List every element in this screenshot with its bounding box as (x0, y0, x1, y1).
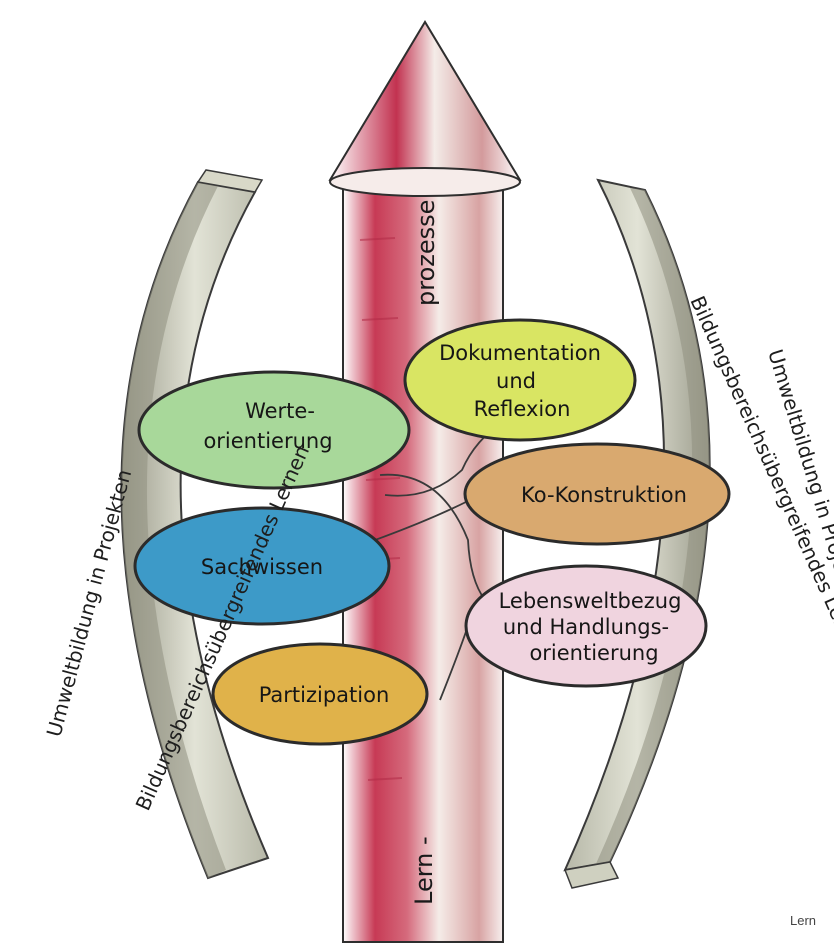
oval-lebensweltbezug: Lebensweltbezug und Handlungs- orientier… (466, 566, 706, 686)
oval-lebenswelt-line-2: und Handlungs- (503, 615, 669, 639)
oval-partizipation: Partizipation (213, 644, 427, 744)
oval-dokumentation: Dokumentation und Reflexion (405, 320, 635, 440)
oval-kokonstruktion: Ko-Konstruktion (465, 444, 729, 544)
oval-dokumentation-line-1: Dokumentation (439, 341, 601, 365)
oval-kokonstruktion-line-1: Ko-Konstruktion (521, 483, 687, 507)
footer-caption: Lern (790, 913, 816, 928)
oval-partizipation-line-1: Partizipation (259, 683, 390, 707)
oval-werteorientierung: Werte- orientierung (139, 372, 409, 488)
oval-werte-line-2: orientierung (203, 429, 332, 453)
pillar-text-top: prozesse (412, 200, 440, 306)
oval-werte-line-1: Werte- (245, 399, 315, 423)
left-arc-text-outer: Umweltbildung in Projekten (42, 467, 137, 740)
oval-lebenswelt-line-3: orientierung (529, 641, 658, 665)
oval-dokumentation-line-3: Reflexion (474, 397, 571, 421)
pillar-text-bottom: Lern - (410, 836, 438, 905)
oval-dokumentation-line-2: und (496, 369, 536, 393)
oval-lebenswelt-line-1: Lebensweltbezug (499, 589, 682, 613)
